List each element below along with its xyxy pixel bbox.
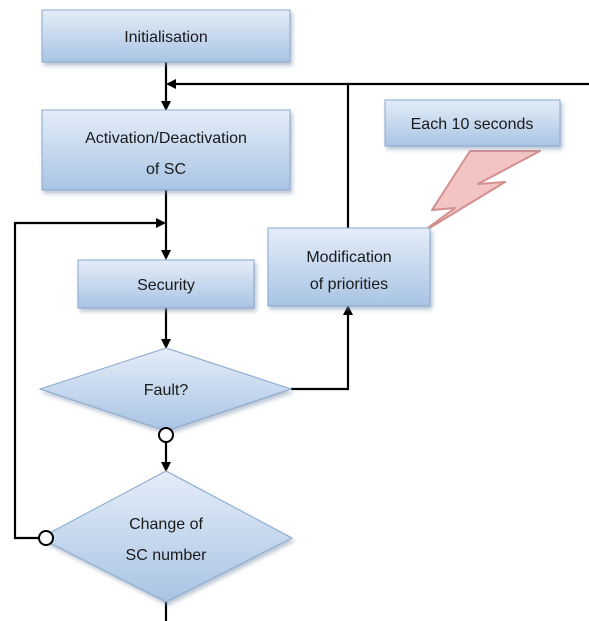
fault-label: Fault?	[144, 382, 189, 399]
activation-label-line2: of SC	[146, 161, 186, 178]
edge-fault-to-modification	[291, 305, 353, 391]
security-label: Security	[137, 277, 195, 294]
edge-change-loop	[13, 218, 166, 540]
activation-node: Activation/Deactivation of SC	[41, 109, 291, 191]
fault-decision: Fault?	[38, 347, 293, 432]
modification-node: Modification of priorities	[267, 227, 431, 307]
change-label-line1: Change of	[129, 516, 203, 533]
connectors	[13, 62, 589, 621]
modification-label-line1: Modification	[306, 249, 391, 266]
initialisation-node: Initialisation	[41, 9, 291, 63]
lightning-icon	[417, 150, 541, 236]
initialisation-label: Initialisation	[124, 29, 208, 46]
timer-node: Each 10 seconds	[384, 99, 561, 147]
change-yes-connector	[38, 530, 54, 546]
security-node: Security	[77, 259, 255, 309]
change-decision: Change of SC number	[38, 470, 294, 603]
fault-no-connector	[158, 427, 174, 443]
modification-label-line2: of priorities	[310, 276, 388, 293]
timer-label: Each 10 seconds	[411, 116, 534, 133]
change-label-line2: SC number	[126, 547, 208, 564]
activation-label-line1: Activation/Deactivation	[85, 130, 247, 147]
